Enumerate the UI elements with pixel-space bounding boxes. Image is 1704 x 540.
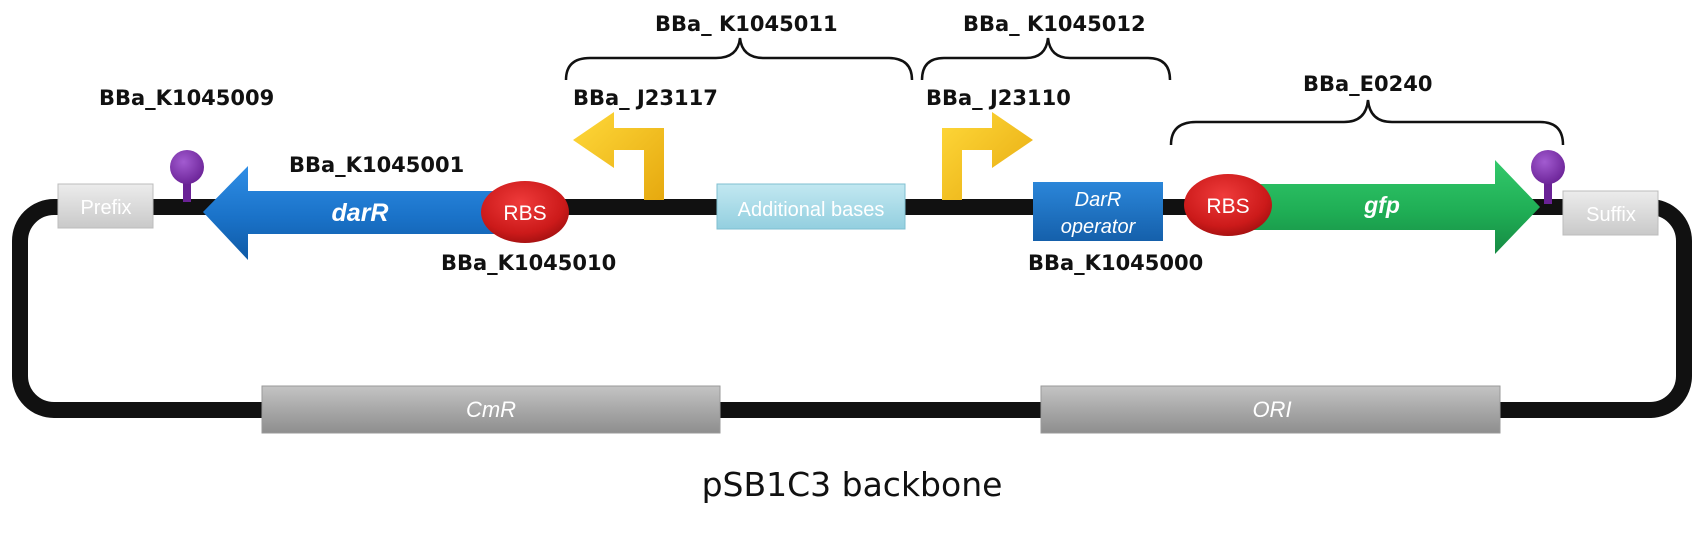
darR-part-label: BBa_K1045001 — [289, 153, 464, 177]
operator-label-line1: DarR — [1075, 189, 1122, 211]
rbs-left: RBS — [481, 181, 569, 243]
darR-gene-arrow: darR — [203, 166, 497, 260]
operator-part-label: BBa_K1045000 — [1028, 251, 1203, 275]
prefix-label: Prefix — [80, 197, 131, 219]
reporter-part-label: BBa_E0240 — [1303, 72, 1432, 96]
backbone-caption: pSB1C3 backbone — [702, 465, 1003, 504]
reporter-bracket — [1169, 99, 1565, 146]
backbone-loop — [12, 199, 1692, 418]
additional-bases-label: Additional bases — [738, 199, 885, 221]
rbs-right: RBS — [1184, 174, 1272, 236]
rbs-right-label: RBS — [1206, 195, 1249, 218]
terminator-left-part-label: BBa_K1045009 — [99, 86, 274, 110]
promoter-arrow-icon — [573, 112, 664, 200]
additional-bases-box: Additional bases — [716, 183, 906, 230]
operator-label-line2: operator — [1061, 216, 1137, 238]
ori-label: ORI — [1252, 397, 1291, 422]
cmr-marker: CmR — [261, 385, 721, 434]
suffix-box: Suffix — [1562, 190, 1659, 236]
darR-label: darR — [332, 199, 389, 227]
construct-left-label: BBa_ K1045011 — [655, 12, 838, 36]
rbs-left-label: RBS — [503, 202, 546, 225]
suffix-label: Suffix — [1586, 204, 1636, 226]
terminator-icon — [1531, 150, 1565, 204]
gfp-gene-arrow: gfp — [1232, 160, 1540, 254]
promoter-arrow-icon — [942, 112, 1033, 200]
cmr-label: CmR — [466, 397, 516, 422]
ori-marker: ORI — [1040, 385, 1501, 434]
rbs-left-part-label: BBa_K1045010 — [441, 251, 616, 275]
terminator-icon — [170, 150, 204, 202]
darR-operator-box: DarR operator — [1033, 182, 1163, 241]
construct-bracket-right — [920, 37, 1172, 81]
construct-right-label: BBa_ K1045012 — [963, 12, 1146, 36]
promoter-right-part-label: BBa_ J23110 — [926, 86, 1071, 110]
gfp-label: gfp — [1363, 192, 1400, 218]
promoter-left-part-label: BBa_ J23117 — [573, 86, 718, 110]
prefix-box: Prefix — [57, 183, 154, 229]
construct-bracket-left — [564, 37, 914, 81]
